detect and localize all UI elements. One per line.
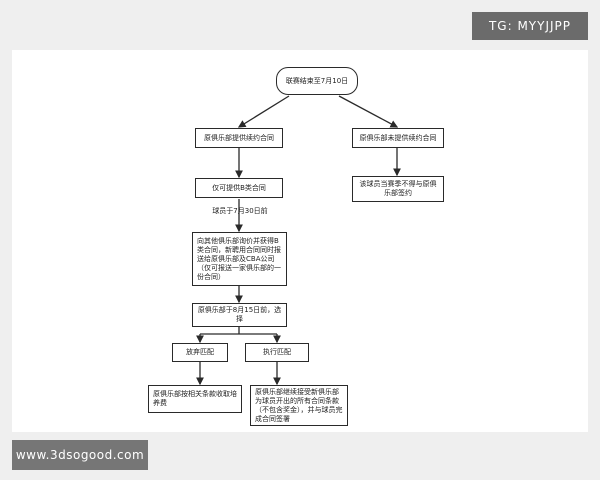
watermark-site: www.3dsogood.com	[12, 440, 148, 470]
line-decision-to-options	[200, 327, 277, 335]
arrow-start-to-right	[338, 95, 399, 128]
start-node: 联赛结束至7月10日	[276, 67, 358, 95]
flowchart-canvas: 联赛结束至7月10日 原俱乐部提供续约合同 原俱乐部未提供续约合同 该球员当赛季…	[12, 50, 588, 432]
branch-right-node: 原俱乐部未提供续约合同	[352, 128, 444, 148]
b-contract-node: 仅可提供B类合同	[195, 178, 283, 198]
flowchart-connectors	[196, 95, 401, 386]
right-result-node: 该球员当赛季不得与原俱乐部签约	[352, 176, 444, 202]
offer-step-node: 向其他俱乐部询价并获得B类合同，新聘用合同同时报送给原俱乐部及CBA公司（仅可报…	[192, 232, 287, 286]
give-up-node: 放弃匹配	[172, 343, 228, 362]
match-result-node: 原俱乐部继续接受新俱乐部为球员开出的所有合同条款（不包含奖金），并与球员完成合同…	[250, 385, 348, 426]
decision-node: 原俱乐部于8月15日前，选择	[192, 303, 287, 327]
give-up-result-node: 原俱乐部按相关条款收取培养费	[148, 385, 242, 413]
watermark-tg: TG: MYYJJPP	[472, 12, 588, 40]
match-node: 执行匹配	[245, 343, 309, 362]
branch-left-node: 原俱乐部提供续约合同	[195, 128, 283, 148]
deadline-label: 球员于7月30日前	[212, 207, 268, 215]
arrow-start-to-left	[237, 95, 290, 128]
